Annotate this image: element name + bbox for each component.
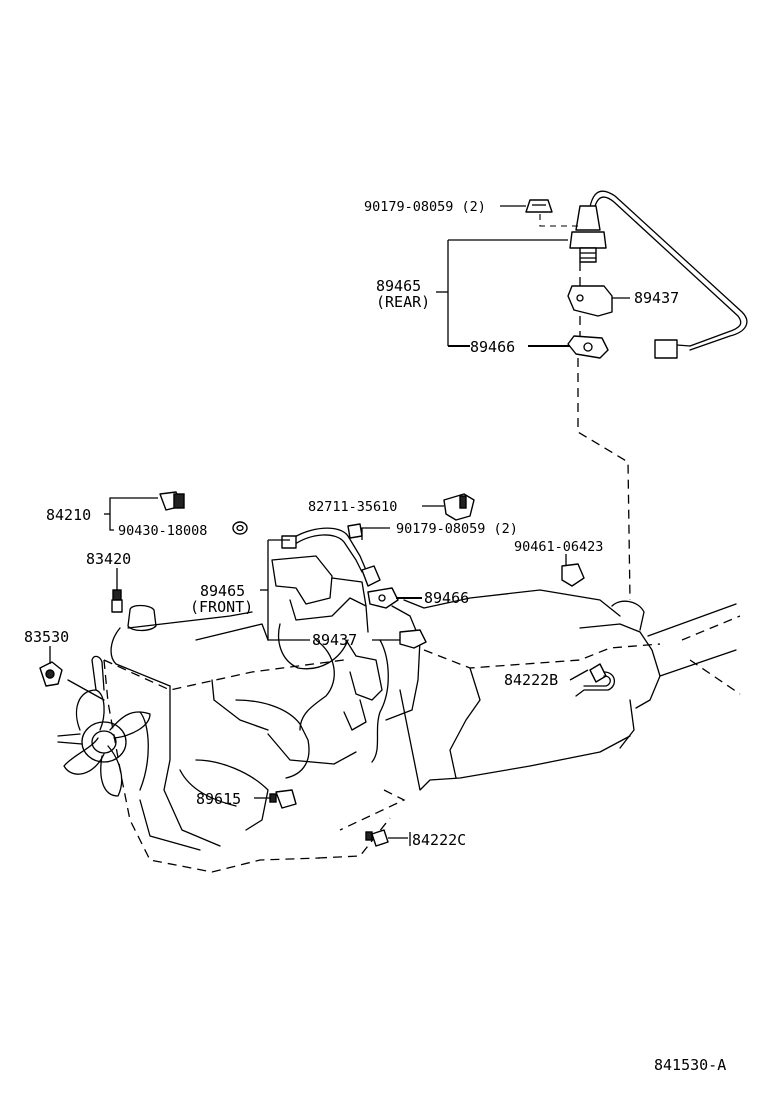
label-water-temp-sender: 83420 xyxy=(86,550,131,568)
diagram-id: 841530-A xyxy=(654,1056,726,1074)
engine-illustration xyxy=(57,555,741,873)
label-heat-insulator-rear: 89437 xyxy=(634,289,679,307)
crank-position-sensor-icon xyxy=(275,789,297,809)
label-oil-pressure-switch: 84210 xyxy=(46,506,91,524)
oil-pressure-switch-group xyxy=(159,491,248,535)
label-heat-insulator-front: 89437 xyxy=(312,631,357,649)
label-oil-pressure-sender: 83530 xyxy=(24,628,69,646)
label-sensor-front-pos: (FRONT) xyxy=(190,598,253,616)
rear-bolt-icon xyxy=(525,199,553,213)
rear-sensor-connector xyxy=(654,339,678,359)
neutral-start-switch-icon xyxy=(589,663,607,683)
front-sensor-body xyxy=(361,565,381,587)
front-gasket-icon xyxy=(367,587,399,609)
label-neutral-start-switch: 84222B xyxy=(504,671,558,689)
water-temp-sender-icon xyxy=(111,599,123,613)
label-vacuum-switch: 82711-35610 xyxy=(308,499,397,515)
label-sensor-rear-pos: (REAR) xyxy=(376,293,430,311)
oil-pressure-sender-group xyxy=(39,646,63,687)
rear-sensor-body xyxy=(575,205,601,231)
front-bolt-icon xyxy=(347,523,363,539)
label-clamp: 90461-06423 xyxy=(514,539,603,555)
label-crank-position-sensor: 89615 xyxy=(196,790,241,808)
rear-oxygen-sensor-group xyxy=(525,190,748,601)
label-gasket-oil-switch: 90430-18008 xyxy=(118,523,207,539)
oil-switch-gasket-icon xyxy=(232,521,248,535)
rear-gasket-icon xyxy=(567,335,609,359)
label-gasket-rear: 89466 xyxy=(470,338,515,356)
front-sensor-connector xyxy=(281,535,297,549)
label-sensor-front-no: 89465 xyxy=(200,582,245,600)
backup-switch-icon xyxy=(371,829,389,847)
label-bolt-front: 90179-08059 (2) xyxy=(396,521,518,537)
label-backup-switch: 84222C xyxy=(412,831,466,849)
backup-switch-group xyxy=(365,829,411,847)
water-temp-sender-group xyxy=(111,568,123,613)
front-heat-insulator-icon xyxy=(399,629,427,649)
vacuum-switch-icon xyxy=(443,493,475,521)
crank-position-sensor-group xyxy=(254,789,297,809)
neutral-start-switch-group xyxy=(569,663,615,697)
rear-heat-insulator-icon xyxy=(567,285,613,317)
label-sensor-rear-no: 89465 xyxy=(376,277,421,295)
label-bolt-rear: 90179-08059 (2) xyxy=(364,199,486,215)
clamp-icon xyxy=(561,563,585,587)
label-gasket-front: 89466 xyxy=(424,589,469,607)
